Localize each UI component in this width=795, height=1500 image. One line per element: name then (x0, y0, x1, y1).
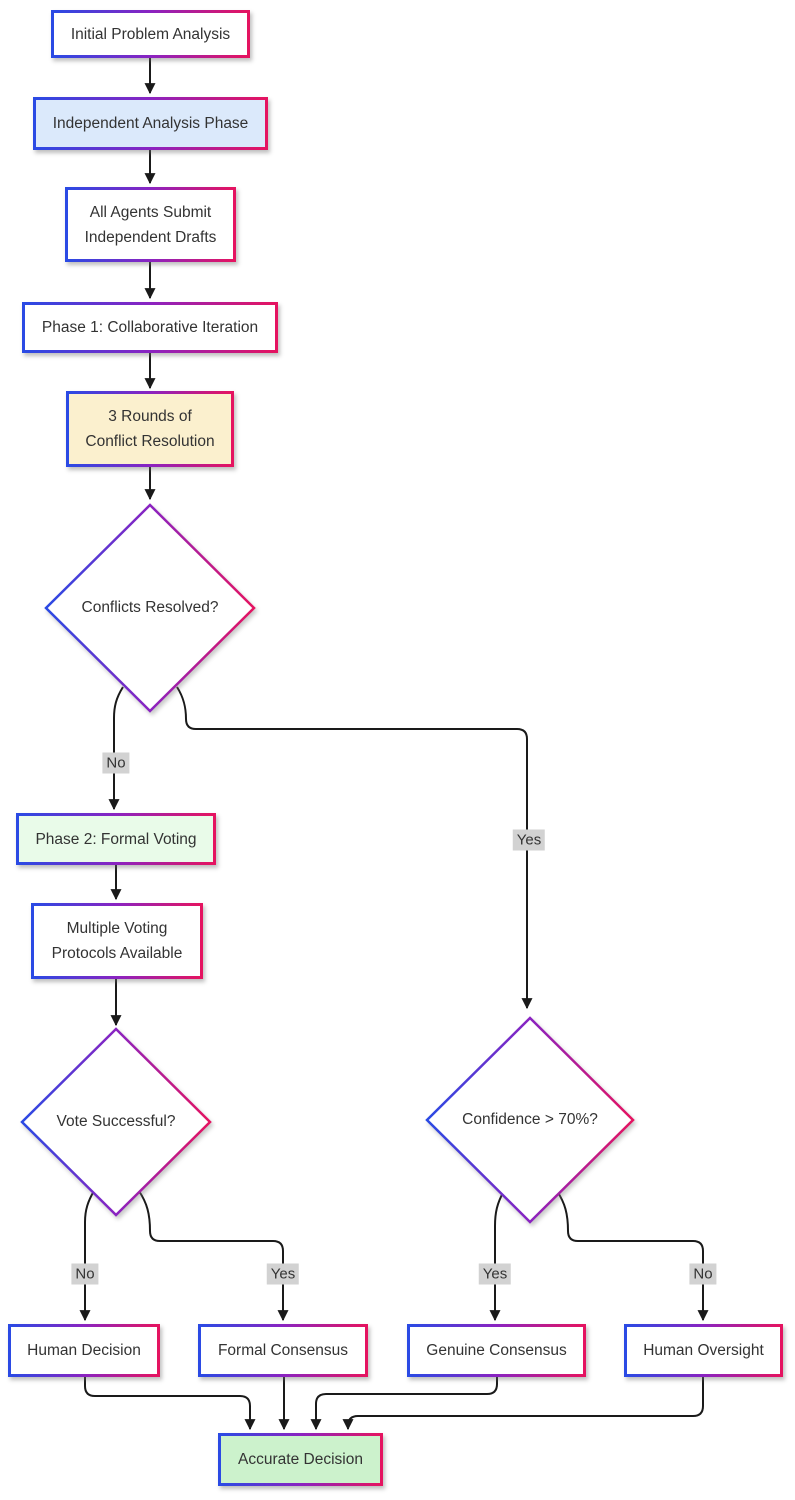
node-label: Formal Consensus (217, 1342, 349, 1359)
edge-conflicts-yes (176, 686, 533, 1010)
node-label-line2: Independent Drafts (84, 228, 217, 246)
node-phase2-formal-voting: Phase 2: Formal Voting (16, 813, 216, 865)
node-label-line1: 3 Rounds of (108, 408, 192, 425)
edge-label-confidence-no: No (689, 1263, 717, 1285)
node-accurate-decision: Accurate Decision (218, 1433, 383, 1486)
node-genuine-consensus: Genuine Consensus (407, 1324, 586, 1377)
edge-vote-yes (138, 1190, 289, 1322)
node-label-line2: Protocols Available (51, 945, 183, 962)
edge-label-conflicts-no: No (102, 752, 130, 774)
edge-conflicts-no (108, 686, 124, 811)
node-label: Human Decision (27, 1342, 141, 1359)
decision-diamond-conflicts-resolved (44, 503, 256, 713)
node-initial-problem-analysis: Initial Problem Analysis (51, 10, 250, 58)
node-label: Initial Problem Analysis (70, 25, 231, 43)
node-independent-analysis-phase: Independent Analysis Phase (33, 97, 268, 150)
node-label: Phase 1: Collaborative Iteration (41, 319, 259, 336)
node-label-line1: Multiple Voting (66, 920, 168, 937)
edge-label-confidence-yes: Yes (478, 1263, 512, 1285)
node-label-line2: Conflict Resolution (85, 433, 215, 450)
edge-label-vote-yes: Yes (266, 1263, 300, 1285)
node-human-decision: Human Decision (8, 1324, 160, 1377)
node-3-rounds-conflict-resolution: 3 Rounds of Conflict Resolution (66, 391, 234, 467)
node-label: Phase 2: Formal Voting (35, 830, 197, 848)
decision-diamond-confidence (425, 1016, 635, 1224)
node-label: Independent Analysis Phase (52, 115, 249, 132)
node-phase1-collaborative-iteration: Phase 1: Collaborative Iteration (22, 302, 278, 353)
edge-label-vote-no: No (71, 1263, 99, 1285)
node-label: Human Oversight (643, 1342, 764, 1359)
node-formal-consensus: Formal Consensus (198, 1324, 368, 1377)
node-all-agents-submit-drafts: All Agents Submit Independent Drafts (65, 187, 236, 262)
edge-confidence-no (556, 1190, 709, 1322)
node-human-oversight: Human Oversight (624, 1324, 783, 1377)
edge-genuineconsensus-to-accurate (310, 1377, 498, 1431)
node-label: Accurate Decision (238, 1451, 363, 1468)
edge-confidence-yes (489, 1190, 505, 1322)
edge-vote-no (79, 1190, 95, 1322)
edge-label-conflicts-yes: Yes (512, 829, 546, 851)
edge-humanoversight-to-accurate (342, 1377, 704, 1431)
node-multiple-voting-protocols: Multiple Voting Protocols Available (31, 903, 203, 979)
node-label: Genuine Consensus (426, 1342, 567, 1359)
edge-humandecision-to-accurate (84, 1377, 256, 1431)
node-label-line1: All Agents Submit (89, 203, 212, 221)
decision-diamond-vote-successful (20, 1027, 212, 1217)
